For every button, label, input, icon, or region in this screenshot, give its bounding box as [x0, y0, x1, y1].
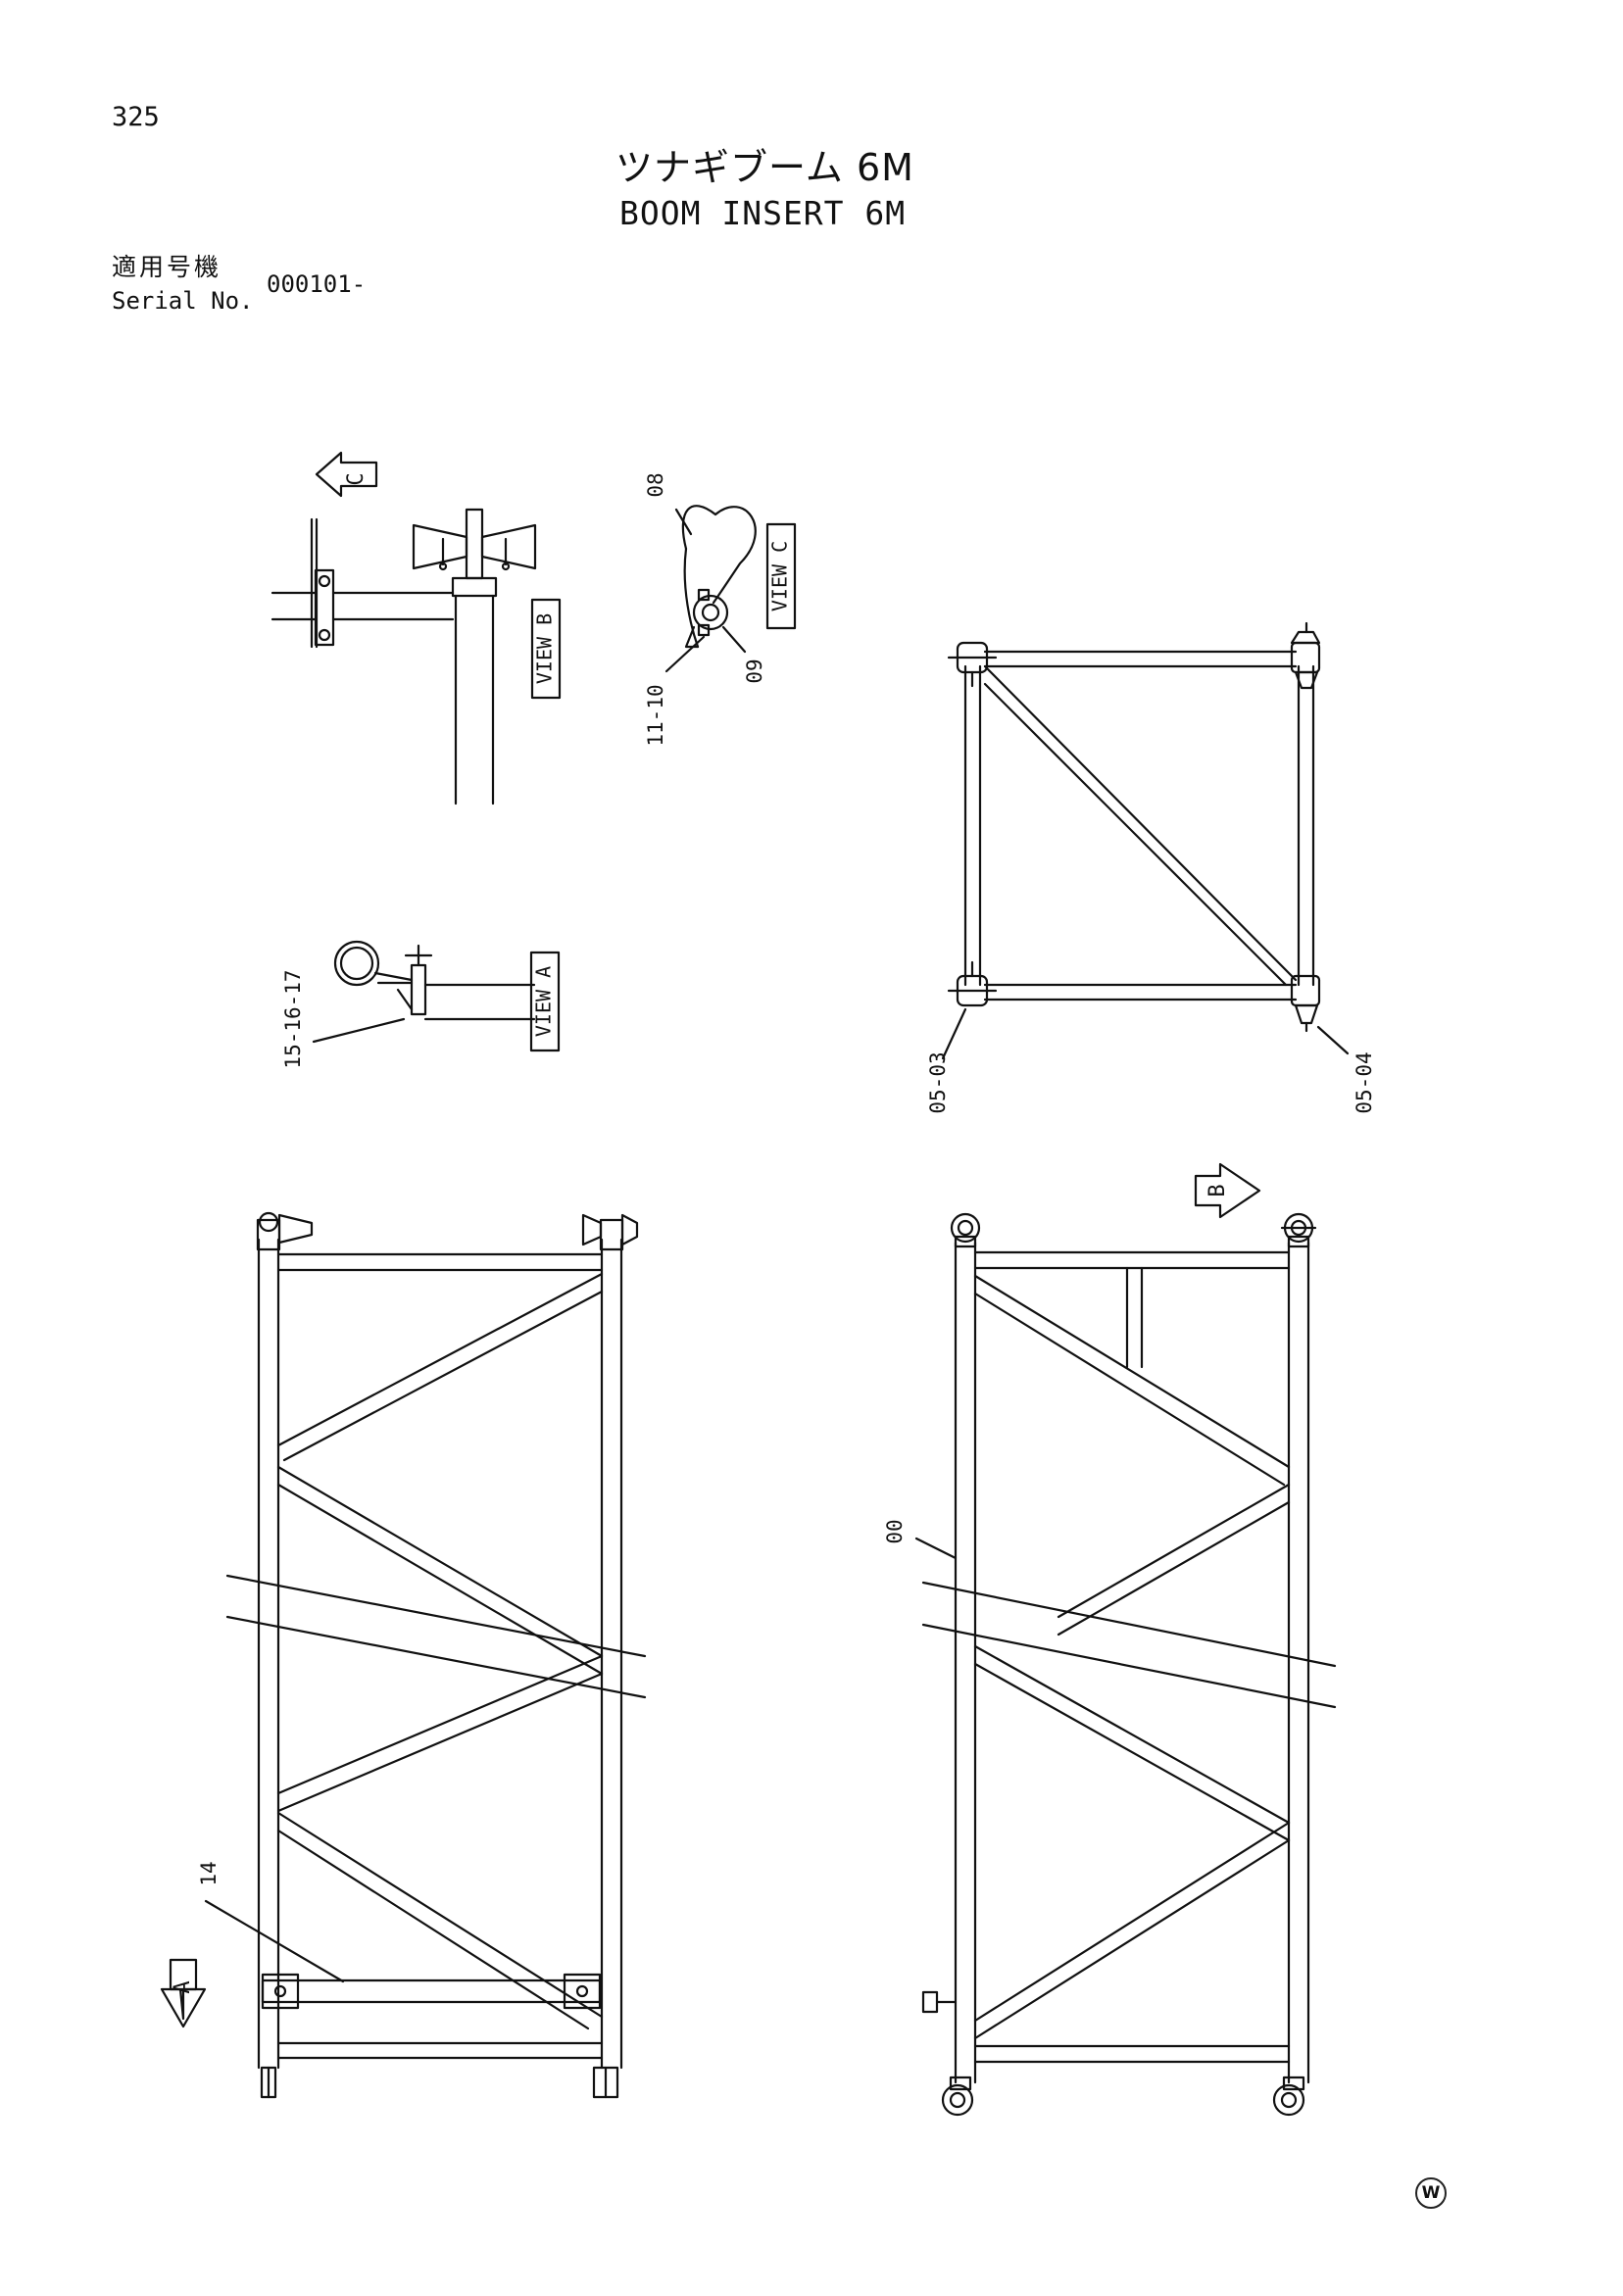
arrow-a-symbol: A: [160, 1958, 207, 2028]
callout-05-04: 05-04: [1352, 1051, 1376, 1113]
arrow-b-label: B: [1205, 1184, 1230, 1197]
page-number: 325: [112, 102, 160, 132]
watermark-logo: W: [1415, 2177, 1447, 2209]
callout-08: 08: [644, 472, 667, 497]
serial-number-value: 000101-: [267, 270, 367, 298]
title-japanese: ツナギブーム 6M: [615, 146, 914, 189]
boom-insert-side-view-left: 14 A: [160, 1211, 647, 2099]
callout-00: 00: [883, 1519, 907, 1543]
serial-label-japanese: 適用号機: [112, 253, 222, 281]
view-c-detail: 08 09 11-10 VIEW C: [644, 472, 797, 747]
title-english: BOOM INSERT 6M: [619, 194, 907, 232]
arrow-c-symbol: C: [315, 451, 378, 498]
view-a-detail: 15-16-17 VIEW A: [281, 940, 561, 1069]
arrow-b-symbol: B: [1194, 1162, 1261, 1219]
arrow-a-label: A: [171, 1980, 195, 1993]
callout-09: 09: [743, 659, 766, 683]
view-b-label: VIEW B: [533, 613, 557, 684]
view-b-detail: C VIEW B: [270, 451, 562, 806]
serial-label-english: Serial No.: [112, 287, 254, 315]
arrow-c-label: C: [344, 472, 369, 485]
callout-05-03: 05-03: [926, 1051, 950, 1113]
end-view-section: 05-03 05-04: [926, 621, 1376, 1114]
view-c-label: VIEW C: [768, 541, 792, 611]
view-a-label: VIEW A: [532, 966, 556, 1037]
callout-11-10: 11-10: [644, 684, 667, 746]
callout-15-16-17: 15-16-17: [281, 969, 305, 1068]
callout-14: 14: [197, 1861, 221, 1885]
boom-insert-side-view-right: B: [883, 1162, 1337, 2117]
